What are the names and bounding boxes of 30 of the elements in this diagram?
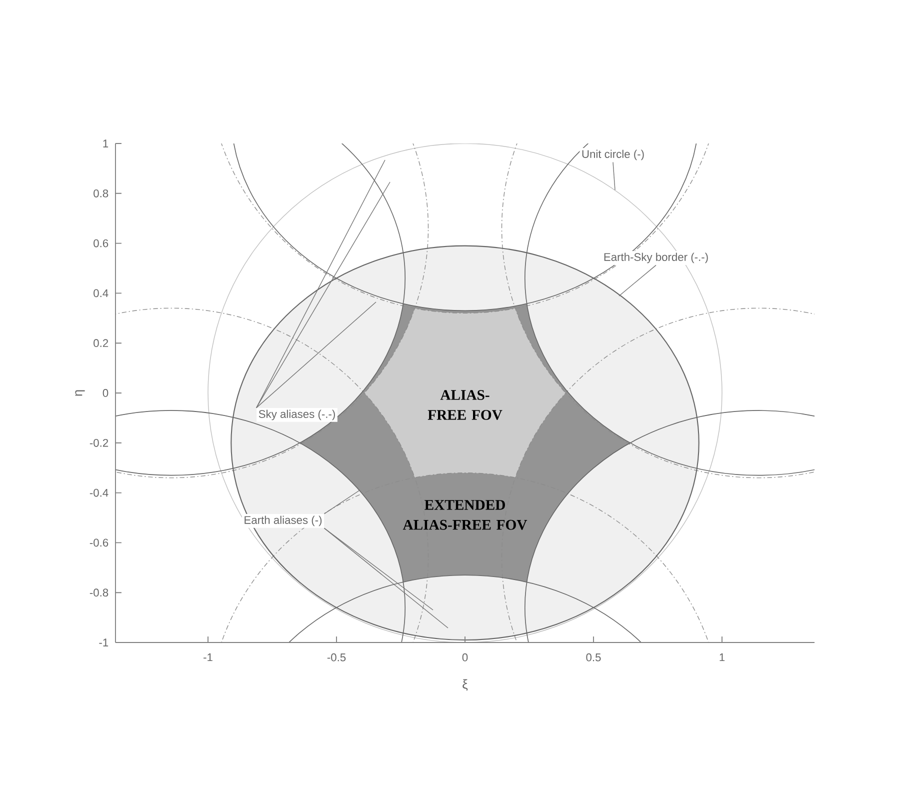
leader-line bbox=[612, 162, 616, 190]
region-label: ALIAS-FREE FOV bbox=[428, 390, 502, 420]
leader-line bbox=[324, 528, 434, 610]
curve-label: Earth-Sky border (-.-) bbox=[602, 251, 710, 265]
curve-label: Sky aliases (-.-) bbox=[256, 408, 338, 422]
tick-label: 0.6 bbox=[94, 239, 108, 248]
tick-label: 1 bbox=[720, 653, 725, 662]
tick-label: 1 bbox=[103, 140, 108, 148]
tick-label: -0.8 bbox=[90, 588, 108, 597]
tick-label: 0.4 bbox=[94, 289, 108, 298]
leader-line bbox=[324, 490, 360, 514]
tick-label: -0.5 bbox=[327, 653, 346, 662]
tick-label: 0.8 bbox=[94, 189, 108, 198]
curve-label: Earth aliases (-) bbox=[242, 514, 324, 528]
region-label: EXTENDED ALIAS-FREE FOV bbox=[402, 500, 528, 530]
tick-label: 0.2 bbox=[94, 339, 108, 348]
axis-label: η bbox=[75, 390, 85, 396]
tick-label: -0.6 bbox=[90, 538, 108, 547]
curve-label: Unit circle (-) bbox=[580, 148, 646, 162]
tick-label: 0.5 bbox=[586, 653, 601, 662]
tick-label: -1 bbox=[204, 653, 212, 662]
axis-label: ξ bbox=[462, 679, 468, 691]
tick-label: -0.2 bbox=[90, 438, 108, 447]
leader-line bbox=[256, 302, 376, 408]
leader-line bbox=[324, 528, 448, 628]
tick-label: -0.4 bbox=[90, 488, 108, 497]
tick-label: 0 bbox=[462, 653, 468, 662]
tick-label: 0 bbox=[102, 389, 108, 397]
tick-label: -1 bbox=[99, 638, 108, 646]
leader-line bbox=[618, 264, 656, 296]
